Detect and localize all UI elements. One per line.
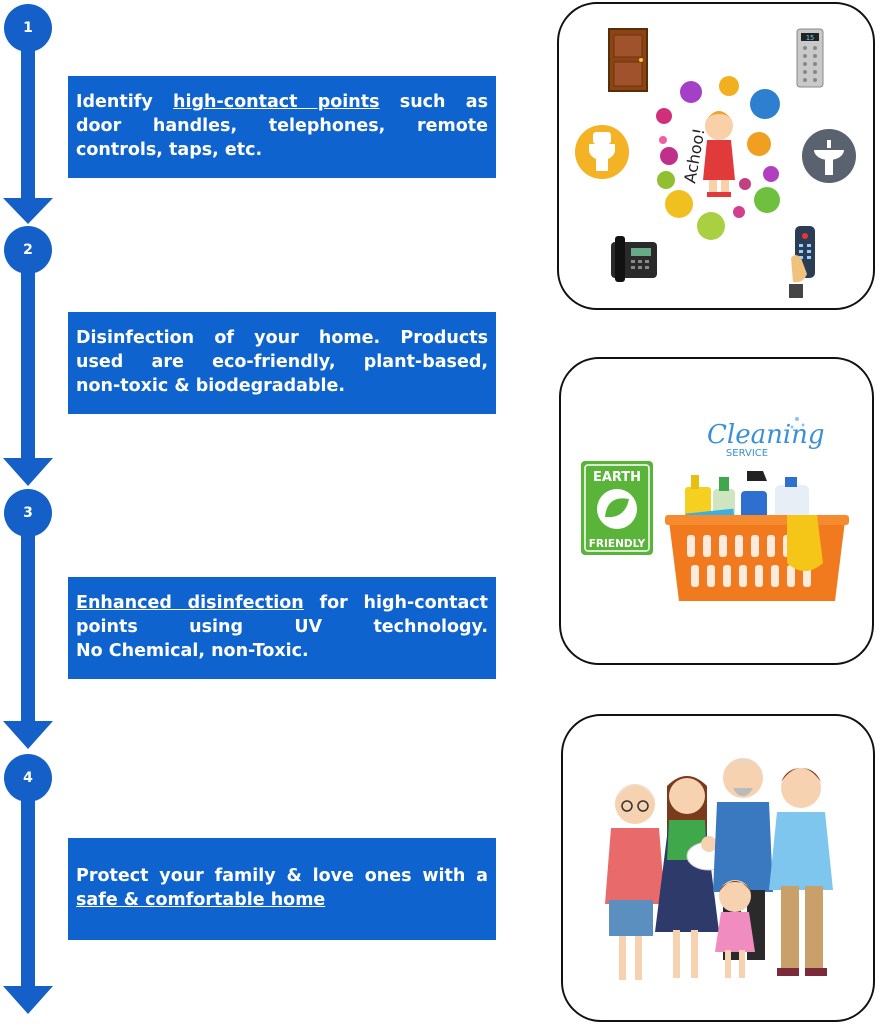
svg-text:EARTH: EARTH (593, 470, 641, 485)
step-text-line: door handles, telephones, remote (76, 114, 488, 138)
cleaning-logo-text: Cleaning (707, 420, 825, 450)
svg-text:15: 15 (806, 34, 814, 42)
step-text: Identify (76, 92, 174, 112)
step-text: non-toxic & biodegradable. (76, 376, 345, 396)
rubber-glove-icon (787, 515, 823, 571)
family-illustration (605, 758, 833, 980)
cleaning-illustration: Cleaning SERVICE EARTH FRIENDLY (581, 417, 849, 601)
step-text: points using UV technology. (76, 617, 488, 637)
sneezing-girl-figure: Achoo! (680, 111, 735, 197)
service-logo-text: SERVICE (726, 448, 768, 459)
step-text-line: Protect your family & love ones with a (76, 864, 488, 888)
step-text-line: Disinfection of your home. Products (76, 326, 488, 350)
germs-illustration-panel: 15 (557, 2, 875, 310)
step-text-line: safe & comfortable home (76, 888, 488, 912)
remote-control-icon (789, 226, 815, 298)
door-icon (608, 28, 648, 92)
germs-cluster (656, 76, 780, 240)
grandmother-figure (605, 784, 665, 980)
sink-icon (802, 129, 856, 183)
step-text: door handles, telephones, remote (76, 116, 488, 136)
step-text: used are eco-friendly, plant-based, (76, 352, 488, 372)
step-2-number: 2 (4, 226, 52, 274)
elevator-panel-icon: 15 (796, 28, 824, 88)
toilet-icon (575, 125, 629, 179)
germs-illustration: 15 (575, 28, 856, 298)
step-text: Protect your family & love ones with a (76, 866, 488, 886)
step-text-line: No Chemical, non-Toxic. (76, 639, 488, 663)
step-text-line: Identify high-contact points such as (76, 90, 488, 114)
step-text-highlight: Enhanced disinfection (76, 593, 304, 613)
step-text-line: points using UV technology. (76, 615, 488, 639)
flow-arrows (3, 30, 53, 1014)
step-text-line: used are eco-friendly, plant-based, (76, 350, 488, 374)
step-text-highlight: safe & comfortable home (76, 890, 326, 910)
step-4-box: Protect your family & love ones with a sa… (68, 838, 496, 940)
step-2-box: Disinfection of your home. Products used … (68, 312, 496, 414)
step-text: No Chemical, non-Toxic. (76, 641, 309, 661)
telephone-icon (611, 236, 657, 282)
mother-figure (655, 776, 732, 978)
father-figure (769, 768, 833, 976)
step-4-number: 4 (4, 754, 52, 802)
earth-friendly-badge: EARTH FRIENDLY (581, 461, 653, 555)
step-text-line: non-toxic & biodegradable. (76, 374, 488, 398)
step-text: Disinfection of your home. Products (76, 328, 488, 348)
family-illustration-panel (561, 714, 875, 1022)
step-text-line: Enhanced disinfection for high-contact (76, 591, 488, 615)
step-text-highlight: high-contact points (173, 92, 380, 112)
step-3-number: 3 (4, 489, 52, 537)
step-text: for high-contact (303, 593, 489, 613)
step-text: such as (379, 92, 488, 112)
step-text: controls, taps, etc. (76, 140, 263, 160)
daughter-figure (715, 880, 755, 978)
svg-text:FRIENDLY: FRIENDLY (589, 538, 646, 550)
step-1-number: 1 (4, 4, 52, 52)
cleaning-products-panel: Cleaning SERVICE EARTH FRIENDLY (559, 357, 874, 665)
step-text-line: controls, taps, etc. (76, 138, 488, 162)
